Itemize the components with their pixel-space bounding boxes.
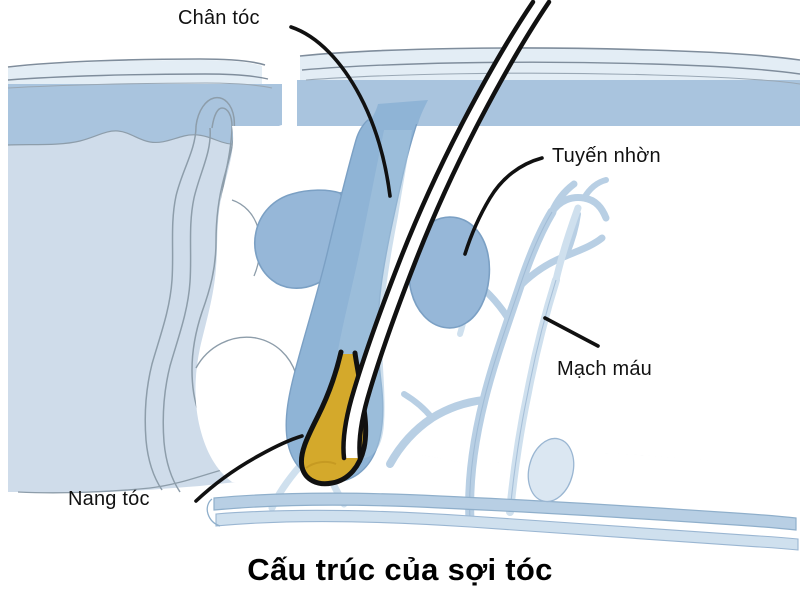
label-hair-follicle: Nang tóc [68,488,150,510]
leader-hair-root [289,25,392,198]
dermal-papilla-notch [305,460,337,469]
epidermis-layer [8,84,245,145]
leader-lines-group [194,25,600,503]
vessel-branch-lower-left-2 [401,391,435,421]
vessel-branch-right-tip [581,177,609,201]
blood-vessel-outlines [469,211,557,521]
skin-line-right-2 [301,61,800,75]
vessel-right-long [552,204,582,284]
subcut-band-upper [213,492,797,531]
label-sebaceous-gland: Tuyến nhờn [552,145,661,167]
subcut-band-tail [206,498,221,527]
leader-sebaceous-gland [463,156,544,256]
skin-surface-line-left [7,58,266,68]
skin-line-right-3 [305,72,800,85]
figure-caption: Cấu trúc của sợi tóc [247,552,553,587]
subcutaneous-vessel-bands [206,492,799,551]
sweat-gland-arc [195,336,297,375]
leader-hair-follicle [194,434,304,503]
skin-surface-line-right [299,47,800,61]
sweat-duct-outer [144,125,197,491]
subcut-band-lower [215,509,799,551]
label-blood-vessel: Mạch máu [557,358,652,380]
label-hair-root: Chân tóc [178,7,260,29]
skin-line-left-3 [7,82,273,89]
follicle-upper-sheath [368,100,428,124]
sweat-gland-lobe-outer [191,96,236,425]
dermis-layer [8,70,245,493]
stratum-corneum-band-left [8,60,262,84]
hair-shaft-right-edge [357,0,552,461]
stratum-corneum-band-right [300,48,800,80]
adipose-lobule [527,437,575,503]
skin-line-left-2 [7,73,269,81]
sweat-duct-inner [162,127,211,493]
hair-shaft-group [341,0,552,461]
hair-shaft-left-edge [341,0,536,461]
leader-blood-vessel [543,316,600,348]
rete-ridge-line-left [7,130,246,146]
